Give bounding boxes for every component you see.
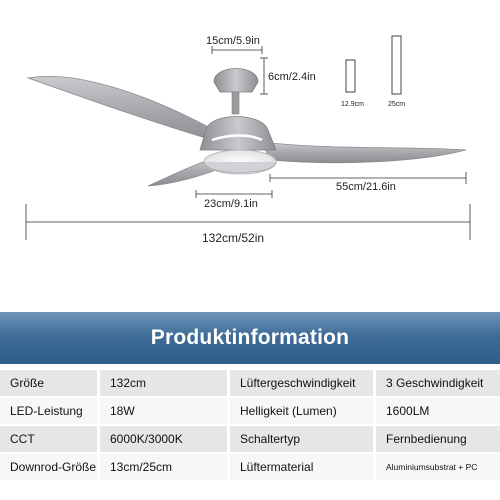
spec-label1: Größe xyxy=(0,370,100,396)
fan-motor xyxy=(199,116,277,151)
spec-value1: 6000K/3000K xyxy=(100,426,230,452)
spec-label2: Helligkeit (Lumen) xyxy=(230,398,376,424)
spec-label2: Schaltertyp xyxy=(230,426,376,452)
fan-blade-lower xyxy=(147,157,223,187)
spec-label2: Lüftermaterial xyxy=(230,454,376,480)
dim-total-span: 132cm/52in xyxy=(202,231,264,245)
fan-blade-left xyxy=(26,75,228,145)
spec-label1: Downrod-Größe xyxy=(0,454,100,480)
dim-motor-width: 15cm/5.9in xyxy=(206,35,260,47)
downrod-option-long xyxy=(391,35,402,95)
dim-blade-length: 55cm/21.6in xyxy=(336,181,396,193)
fan-downrod xyxy=(231,91,240,115)
ceiling-fan-diagram: 15cm/5.9in 6cm/2.4in 12.9cm 25cm 55cm/21… xyxy=(25,35,471,245)
downrod-option-long-label: 25cm xyxy=(388,101,405,108)
fan-accent xyxy=(211,134,263,142)
spec-value2: Fernbedienung xyxy=(376,426,500,452)
spec-label1: LED-Leistung xyxy=(0,398,100,424)
dim-downrod-height: 6cm/2.4in xyxy=(268,71,316,83)
fan-canopy xyxy=(213,68,259,93)
fan-blade-right xyxy=(261,141,467,164)
downrod-option-short-label: 12.9cm xyxy=(341,101,364,108)
spec-value2: 1600LM xyxy=(376,398,500,424)
info-title: Produktinformation xyxy=(150,326,350,349)
spec-value2: 3 Geschwindigkeit xyxy=(376,370,500,396)
fan-light-base xyxy=(203,161,277,173)
spec-value2: Aluminiumsubstrat + PC xyxy=(376,454,500,480)
info-banner: Produktinformation xyxy=(0,312,500,364)
downrod-option-short xyxy=(345,59,356,93)
spec-value1: 18W xyxy=(100,398,230,424)
spec-label1: CCT xyxy=(0,426,100,452)
dim-light-width: 23cm/9.1in xyxy=(204,198,258,210)
spec-value1: 13cm/25cm xyxy=(100,454,230,480)
spec-label2: Lüftergeschwindigkeit xyxy=(230,370,376,396)
spec-value1: 132cm xyxy=(100,370,230,396)
